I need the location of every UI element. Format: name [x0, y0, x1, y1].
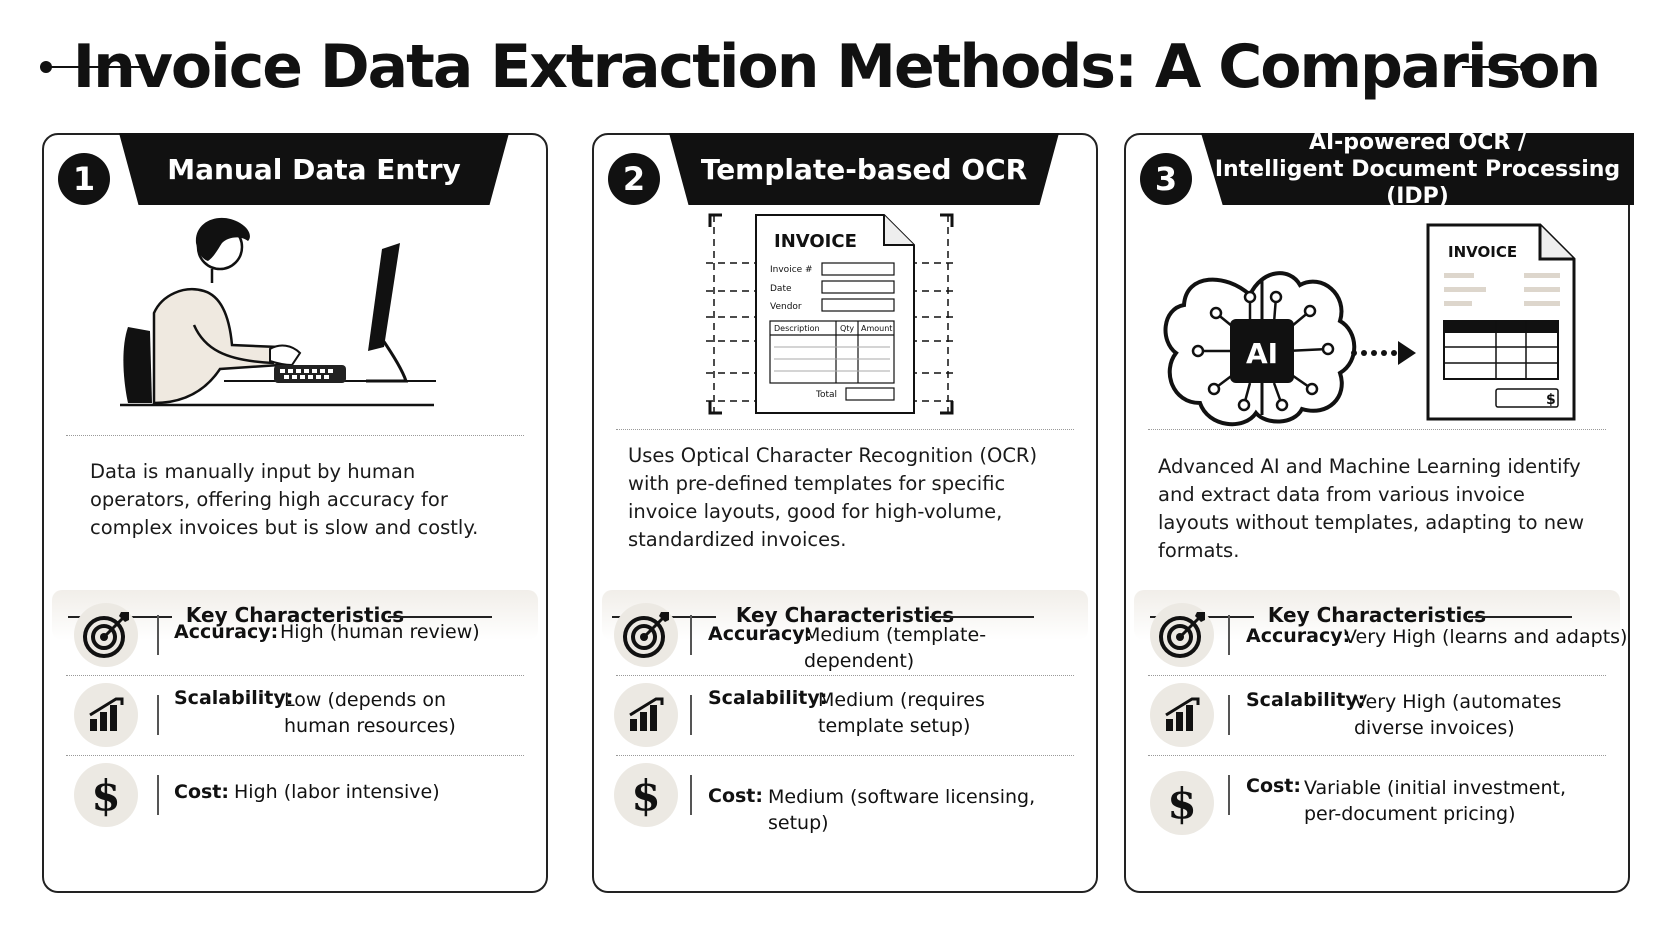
divider	[616, 429, 1074, 430]
key-line-right	[930, 616, 1034, 618]
ai-chip-label: AI	[1246, 337, 1278, 370]
accuracy-value: High (human review)	[280, 621, 480, 643]
key-characteristics-band	[602, 590, 1088, 640]
accuracy-row: Accuracy: Very High (learns and adapts)	[1126, 595, 1628, 675]
title-right-dot	[1520, 61, 1532, 73]
accuracy-row: Accuracy: High (human review)	[44, 595, 546, 675]
key-characteristics-band	[1134, 590, 1620, 640]
cost-value-line1: High (labor intensive)	[234, 781, 440, 803]
accuracy-value: Medium (template-dependent)	[804, 624, 987, 672]
divider	[66, 435, 524, 436]
step-number-badge: 1	[58, 153, 110, 205]
target-icon	[1150, 603, 1214, 667]
svg-text:Vendor: Vendor	[770, 302, 802, 312]
title-right-line	[1462, 66, 1528, 68]
key-line-right	[388, 616, 492, 618]
scalability-label: Scalability:	[174, 687, 294, 709]
dollar-icon: $	[614, 763, 678, 827]
scalability-label: Scalability:	[708, 687, 828, 709]
scalability-value-line1: Very High (automates	[1354, 691, 1562, 713]
page-title: Invoice Data Extraction Methods: A Compa…	[72, 32, 1601, 102]
card-template-based-ocr: 2 Template-based OCR INVOICE Invoice # D…	[592, 133, 1098, 893]
cost-label: Cost:	[174, 781, 229, 803]
scalability-value-line2: diverse invoices)	[1354, 717, 1515, 739]
cost-label: Cost:	[708, 785, 763, 807]
dollar-icon: $	[1546, 392, 1556, 408]
cost-value-line1: Medium (software licensing, setup)	[768, 786, 1036, 834]
cost-value-line2: per-document pricing)	[1304, 803, 1516, 825]
ai-brain-invoice-illustration: AI INVOICE $	[1163, 223, 1576, 427]
title-row: Invoice Data Extraction Methods: A Compa…	[0, 22, 1672, 112]
card-heading: Template-based OCR	[669, 133, 1059, 205]
cost-row: $ Cost: Variable (initial investment, pe…	[1126, 755, 1628, 835]
bar-chart-icon	[614, 683, 678, 747]
svg-text:Invoice #: Invoice #	[770, 265, 813, 275]
scalability-row: Scalability: Medium (requires template s…	[594, 675, 1096, 755]
invoice-title: INVOICE	[1448, 243, 1517, 261]
accuracy-value: Very High (learns and adapts)	[1344, 626, 1628, 648]
scalability-row: Scalability: Low (depends on human resou…	[44, 675, 546, 755]
accuracy-label: Accuracy:	[174, 621, 279, 643]
accuracy-label: Accuracy:	[708, 623, 813, 645]
cost-row: $ Cost: Medium (software licensing, setu…	[594, 755, 1096, 835]
bar-chart-icon	[1150, 683, 1214, 747]
scalability-row: Scalability: Very High (automates divers…	[1126, 675, 1628, 755]
svg-text:Description: Description	[774, 324, 820, 333]
cost-row: $ Cost: High (labor intensive)	[44, 755, 546, 835]
cost-label: Cost:	[1246, 775, 1301, 797]
svg-text:Total: Total	[815, 390, 837, 400]
accuracy-label: Accuracy:	[1246, 625, 1351, 647]
key-characteristics-title: Key Characteristics	[185, 603, 405, 627]
bar-chart-icon	[74, 683, 138, 747]
step-number-badge: 2	[608, 153, 660, 205]
card-heading: Manual Data Entry	[119, 133, 509, 205]
svg-text:Amount: Amount	[861, 324, 892, 333]
card-description: Advanced AI and Machine Learning identif…	[1158, 455, 1585, 562]
key-characteristics-title: Key Characteristics	[735, 603, 955, 627]
target-icon	[614, 603, 678, 667]
template-invoice-illustration: INVOICE Invoice # Date Vendor Descriptio…	[706, 213, 956, 415]
card-ai-powered-ocr: 3 AI-powered OCR / Intelligent Document …	[1124, 133, 1634, 893]
card-description: Uses Optical Character Recognition (OCR)…	[628, 444, 1038, 551]
card-manual-data-entry: 1 Manual Data Entry Data is manually inp…	[42, 133, 548, 893]
accuracy-row: Accuracy: Medium (template-dependent)	[594, 595, 1096, 675]
target-icon	[74, 603, 138, 667]
dollar-icon: $	[74, 763, 138, 827]
key-line-right	[1468, 616, 1572, 618]
scalability-value-line2: template setup)	[818, 715, 971, 737]
card-heading-line1: AI-powered OCR /	[1308, 129, 1527, 155]
svg-text:Date: Date	[770, 284, 792, 294]
dollar-icon: $	[1150, 771, 1214, 835]
card-heading-line2: Intelligent Document Processing (IDP)	[1214, 156, 1621, 209]
person-at-computer-illustration	[120, 217, 436, 407]
title-left-line	[46, 66, 150, 68]
scalability-value-line2: human resources)	[284, 715, 456, 737]
step-number-badge: 3	[1140, 153, 1192, 205]
key-characteristics-title: Key Characteristics	[1267, 603, 1487, 627]
scalability-label: Scalability:	[1246, 689, 1366, 711]
card-heading: AI-powered OCR / Intelligent Document Pr…	[1201, 133, 1634, 205]
svg-text:Qty: Qty	[840, 324, 854, 333]
divider	[1148, 429, 1606, 430]
scalability-value-line1: Medium (requires	[818, 689, 985, 711]
invoice-title: INVOICE	[774, 231, 857, 252]
scalability-value-line1: Low (depends on	[284, 689, 447, 711]
cost-value-line1: Variable (initial investment,	[1304, 777, 1567, 799]
card-description: Data is manually input by human operator…	[90, 460, 479, 539]
